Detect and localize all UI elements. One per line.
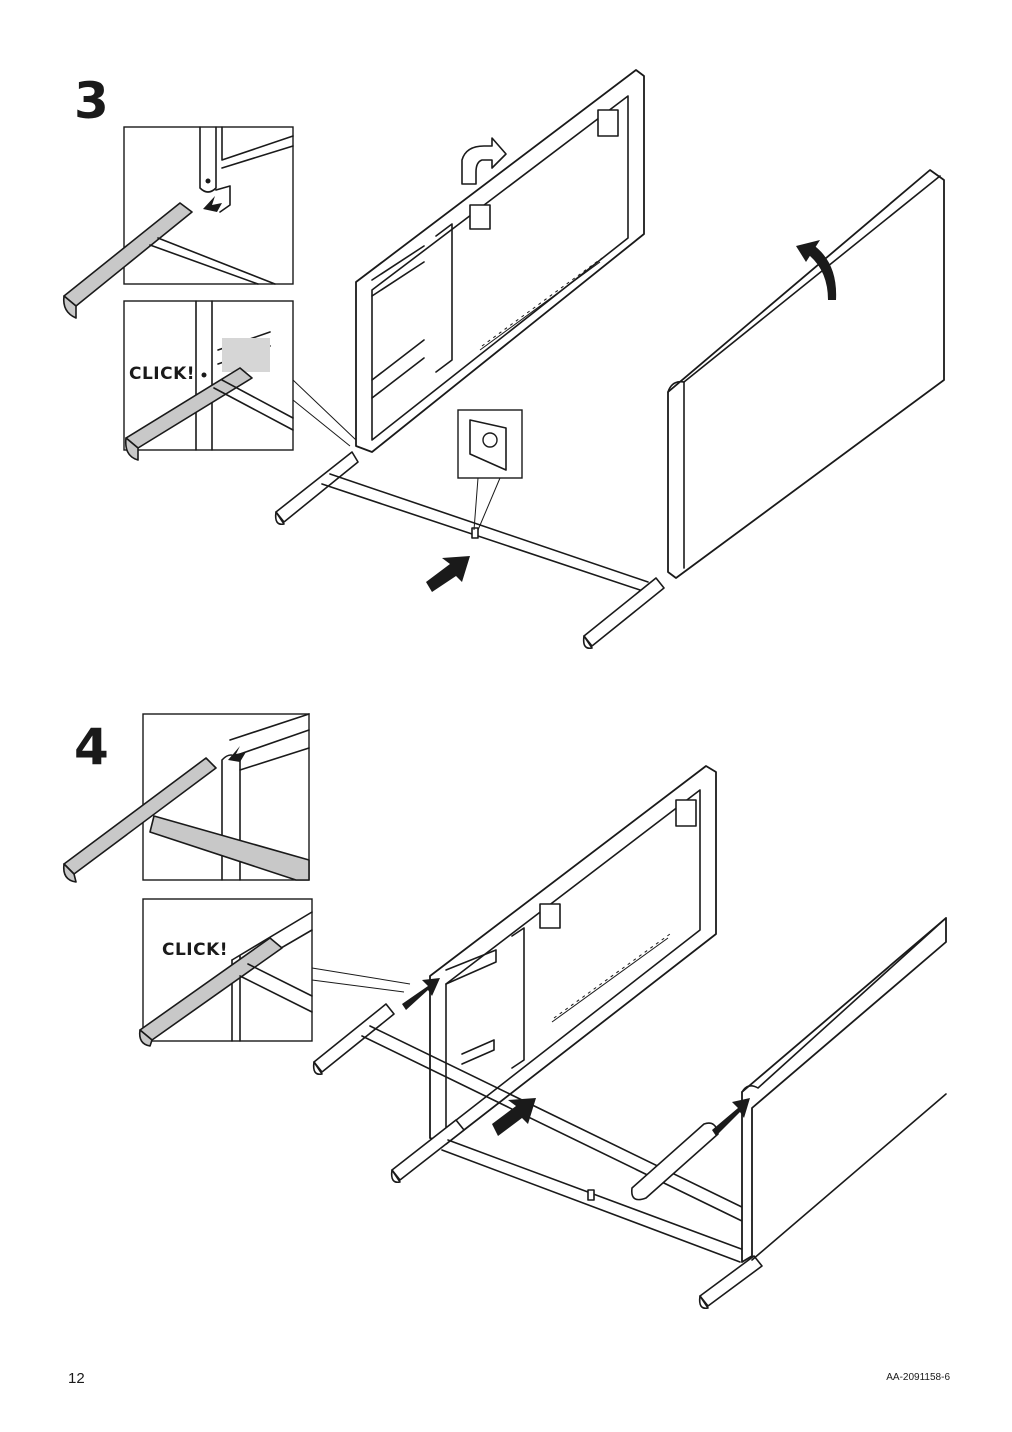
click-label-step-4: CLICK! — [162, 940, 229, 960]
rotate-arrow-icon — [461, 137, 507, 185]
detail-box-4a — [62, 713, 310, 883]
bracket-detail — [457, 409, 523, 531]
detail-box-4b — [138, 898, 411, 1047]
side-panel-4 — [741, 917, 947, 1263]
push-arrow-icon — [492, 1098, 536, 1136]
base-frame-4 — [312, 1003, 763, 1310]
step-number-4: 4 — [74, 718, 109, 776]
document-code: AA-2091158-6 — [886, 1372, 950, 1383]
base-frame-3 — [274, 451, 665, 650]
frame-panel-3 — [355, 69, 645, 453]
push-arrow-icon — [712, 1098, 750, 1136]
click-label-step-3: CLICK! — [129, 364, 196, 384]
page-number: 12 — [68, 1370, 85, 1387]
frame-panel-4 — [429, 765, 717, 1145]
detail-box-3a — [62, 126, 294, 319]
side-panel-3 — [667, 169, 945, 579]
rotate-arrow-icon — [796, 240, 837, 300]
push-arrow-icon — [402, 978, 440, 1010]
push-arrow-icon — [228, 746, 246, 762]
push-arrow-icon — [426, 556, 470, 592]
detail-box-3b — [123, 300, 357, 461]
push-arrow-icon — [203, 196, 222, 212]
step-number-3: 3 — [74, 72, 109, 130]
